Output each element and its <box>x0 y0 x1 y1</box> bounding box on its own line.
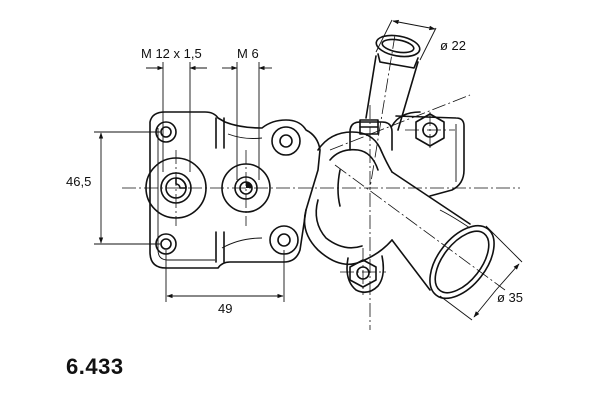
large-outlet-pipe <box>391 171 495 300</box>
center-lines <box>122 34 520 330</box>
diameter-22-label: ø 22 <box>440 38 467 53</box>
m12-port <box>145 157 207 219</box>
width-dimension-label: 49 <box>218 301 233 316</box>
diameter-35-label: ø 35 <box>497 290 524 305</box>
curved-neck <box>303 131 393 266</box>
height-dimension-label: 46,5 <box>66 174 92 189</box>
dim-diameter-22 <box>375 19 437 61</box>
top-bolt <box>349 119 393 151</box>
bottom-bolt <box>346 255 385 294</box>
small-outlet-pipe <box>365 34 421 131</box>
dim-height <box>94 131 160 245</box>
thread-m12-label: M 12 x 1,5 <box>141 46 202 61</box>
right-bracket <box>391 111 465 197</box>
dim-m6 <box>222 62 272 180</box>
dim-width <box>165 250 285 302</box>
flange-body <box>149 111 321 269</box>
dim-diameter-35 <box>439 225 523 321</box>
m6-port <box>221 163 271 213</box>
part-number: 6.433 <box>66 354 124 379</box>
thread-m6-label: M 6 <box>237 46 259 61</box>
dim-m12 <box>146 62 207 172</box>
